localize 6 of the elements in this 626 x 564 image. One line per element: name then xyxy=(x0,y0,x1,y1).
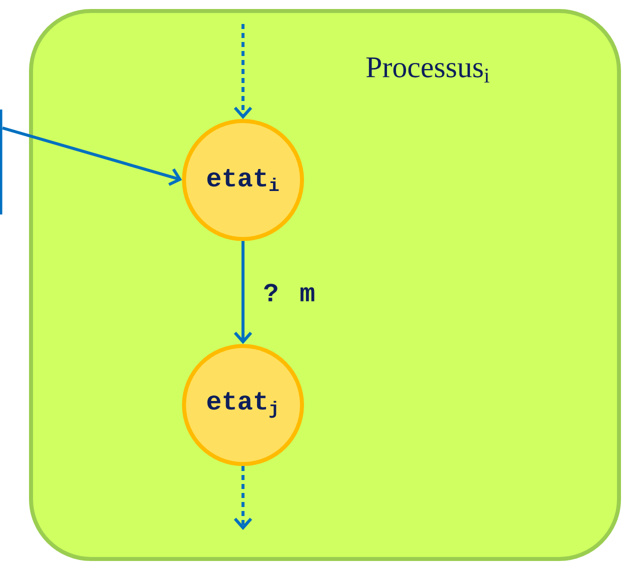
arrow xyxy=(234,24,252,119)
arrow xyxy=(234,466,252,530)
box-edge xyxy=(0,110,2,214)
edge-label: ? m xyxy=(264,284,314,302)
arrow xyxy=(2,126,182,186)
arrow xyxy=(234,241,252,344)
